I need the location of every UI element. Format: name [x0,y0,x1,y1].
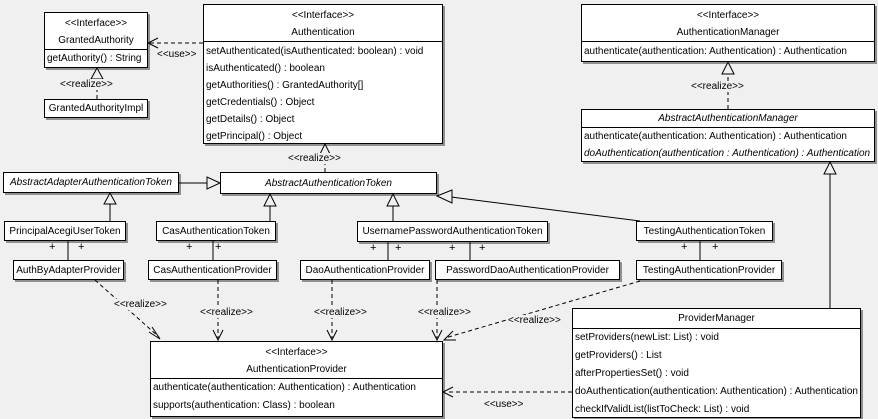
class-authentication: <<Interface>> Authentication setAuthenti… [203,4,443,144]
class-method: getProviders() : List [575,350,662,361]
class-method: supports(authentication: Class) : boolea… [153,400,335,411]
class-name: TestingAuthenticationProvider [642,264,776,276]
compartment-divider [45,49,147,50]
class-name: ProviderManager [678,313,755,324]
class-name: AbstractAuthenticationToken [265,177,392,189]
class-provider-manager: ProviderManager setProviders(newList: Li… [572,308,861,418]
class-abstract-authentication-manager: AbstractAuthenticationManager authentica… [581,109,875,162]
class-method: isAuthenticated() : boolean [206,63,325,74]
association-plus-label: + [449,242,456,254]
class-name: GrantedAuthority [58,35,134,46]
association-plus-label: + [78,241,85,253]
class-name: AuthByAdapterProvider [16,264,121,276]
association-plus-label: + [395,242,402,254]
class-username-password-authentication-token: UsernamePasswordAuthenticationToken [357,221,548,242]
realize-label: <<realize>> [59,79,114,90]
stereotype-label: <<Interface>> [64,18,128,29]
class-dao-authentication-provider: DaoAuthenticationProvider [300,260,430,280]
class-method-abstract: doAuthentication(authentication : Authen… [584,148,871,159]
class-principal-acegi-user-token: PrincipalAcegiUserToken [4,221,126,241]
association-plus-label: + [479,242,486,254]
class-header: <<Interface>> AuthenticationProvider [151,342,442,378]
class-method: authenticate(authentication: Authenticat… [584,131,847,142]
realize-label: <<realize>> [313,307,368,318]
compartment-divider [151,378,442,379]
class-method: authenticate(authentication: Authenticat… [584,46,847,57]
class-method: getAuthorities() : GrantedAuthority[] [206,80,364,91]
compartment-divider [573,328,860,329]
class-cas-authentication-provider: CasAuthenticationProvider [148,260,277,280]
class-name: TestingAuthenticationToken [643,225,766,237]
class-name: CasAuthenticationToken [162,225,270,237]
class-testing-authentication-token: TestingAuthenticationToken [636,221,773,241]
class-method: doAuthentication(authentication: Authent… [575,386,858,397]
association-plus-label: + [186,241,193,253]
class-method: getDetails() : Object [206,114,295,125]
class-name: AuthenticationManager [676,27,780,38]
class-name: DaoAuthenticationProvider [305,264,425,276]
class-method: afterPropertiesSet() : void [575,368,689,379]
class-authentication-manager: <<Interface>> AuthenticationManager auth… [581,4,875,62]
association-plus-label: + [49,241,56,253]
class-method: getCredentials() : Object [206,97,315,108]
compartment-divider [582,41,874,42]
class-abstract-adapter-authentication-token: AbstractAdapterAuthenticationToken [3,172,179,193]
class-cas-authentication-token: CasAuthenticationToken [156,221,276,241]
class-abstract-authentication-token: AbstractAuthenticationToken [220,172,437,194]
realize-label: <<realize>> [199,307,254,318]
realize-label: <<realize>> [507,315,562,326]
class-name: CasAuthenticationProvider [153,264,272,276]
class-granted-authority-impl: GrantedAuthorityImpl [44,99,148,118]
class-method: setProviders(newList: List) : void [575,332,719,343]
realize-label: <<realize>> [113,299,168,310]
class-name: GrantedAuthorityImpl [48,103,144,114]
class-name: Authentication [291,27,355,38]
stereotype-label: <<Interface>> [265,347,328,358]
association-plus-label: + [681,241,688,253]
class-name: UsernamePasswordAuthenticationToken [362,226,543,237]
method-compartment: setAuthenticated(isAuthenticated: boolea… [204,42,442,143]
association-plus-label: + [712,241,719,253]
class-method: setAuthenticated(isAuthenticated: boolea… [206,46,424,57]
class-name: PasswordDaoAuthenticationProvider [446,264,609,276]
class-method: getAuthority() : String [47,53,142,64]
association-plus-label: + [215,241,222,253]
class-header: <<Interface>> AuthenticationManager [582,5,874,41]
class-name: AbstractAdapterAuthenticationToken [10,177,172,188]
class-header: <<Interface>> GrantedAuthority [45,13,147,49]
stereotype-label: <<Interface>> [696,10,760,21]
association-plus-label: + [370,242,377,254]
realize-label: <<realize>> [417,307,472,318]
class-method: checkIfValidList(listToCheck: List) : vo… [575,404,750,415]
realize-label: <<realize>> [690,81,745,92]
class-name: PrincipalAcegiUserToken [9,225,121,237]
class-auth-by-adapter-provider: AuthByAdapterProvider [13,260,124,280]
class-method: getPrincipal() : Object [206,131,303,142]
stereotype-label: <<Interface>> [291,10,355,21]
compartment-divider [582,127,874,128]
compartment-divider [204,41,442,42]
use-label: <<use>> [156,49,198,60]
class-testing-authentication-provider: TestingAuthenticationProvider [636,260,782,280]
class-granted-authority: <<Interface>> GrantedAuthority getAuthor… [44,12,148,68]
use-label: <<use>> [483,399,525,410]
class-name: AuthenticationProvider [246,364,347,375]
class-name: AbstractAuthenticationManager [658,113,798,124]
realize-label: <<realize>> [287,153,342,164]
class-password-dao-authentication-provider: PasswordDaoAuthenticationProvider [435,260,620,280]
class-header: <<Interface>> Authentication [204,5,442,41]
class-authentication-provider: <<Interface>> AuthenticationProvider aut… [150,341,443,417]
class-method: authenticate(authentication: Authenticat… [153,382,416,393]
